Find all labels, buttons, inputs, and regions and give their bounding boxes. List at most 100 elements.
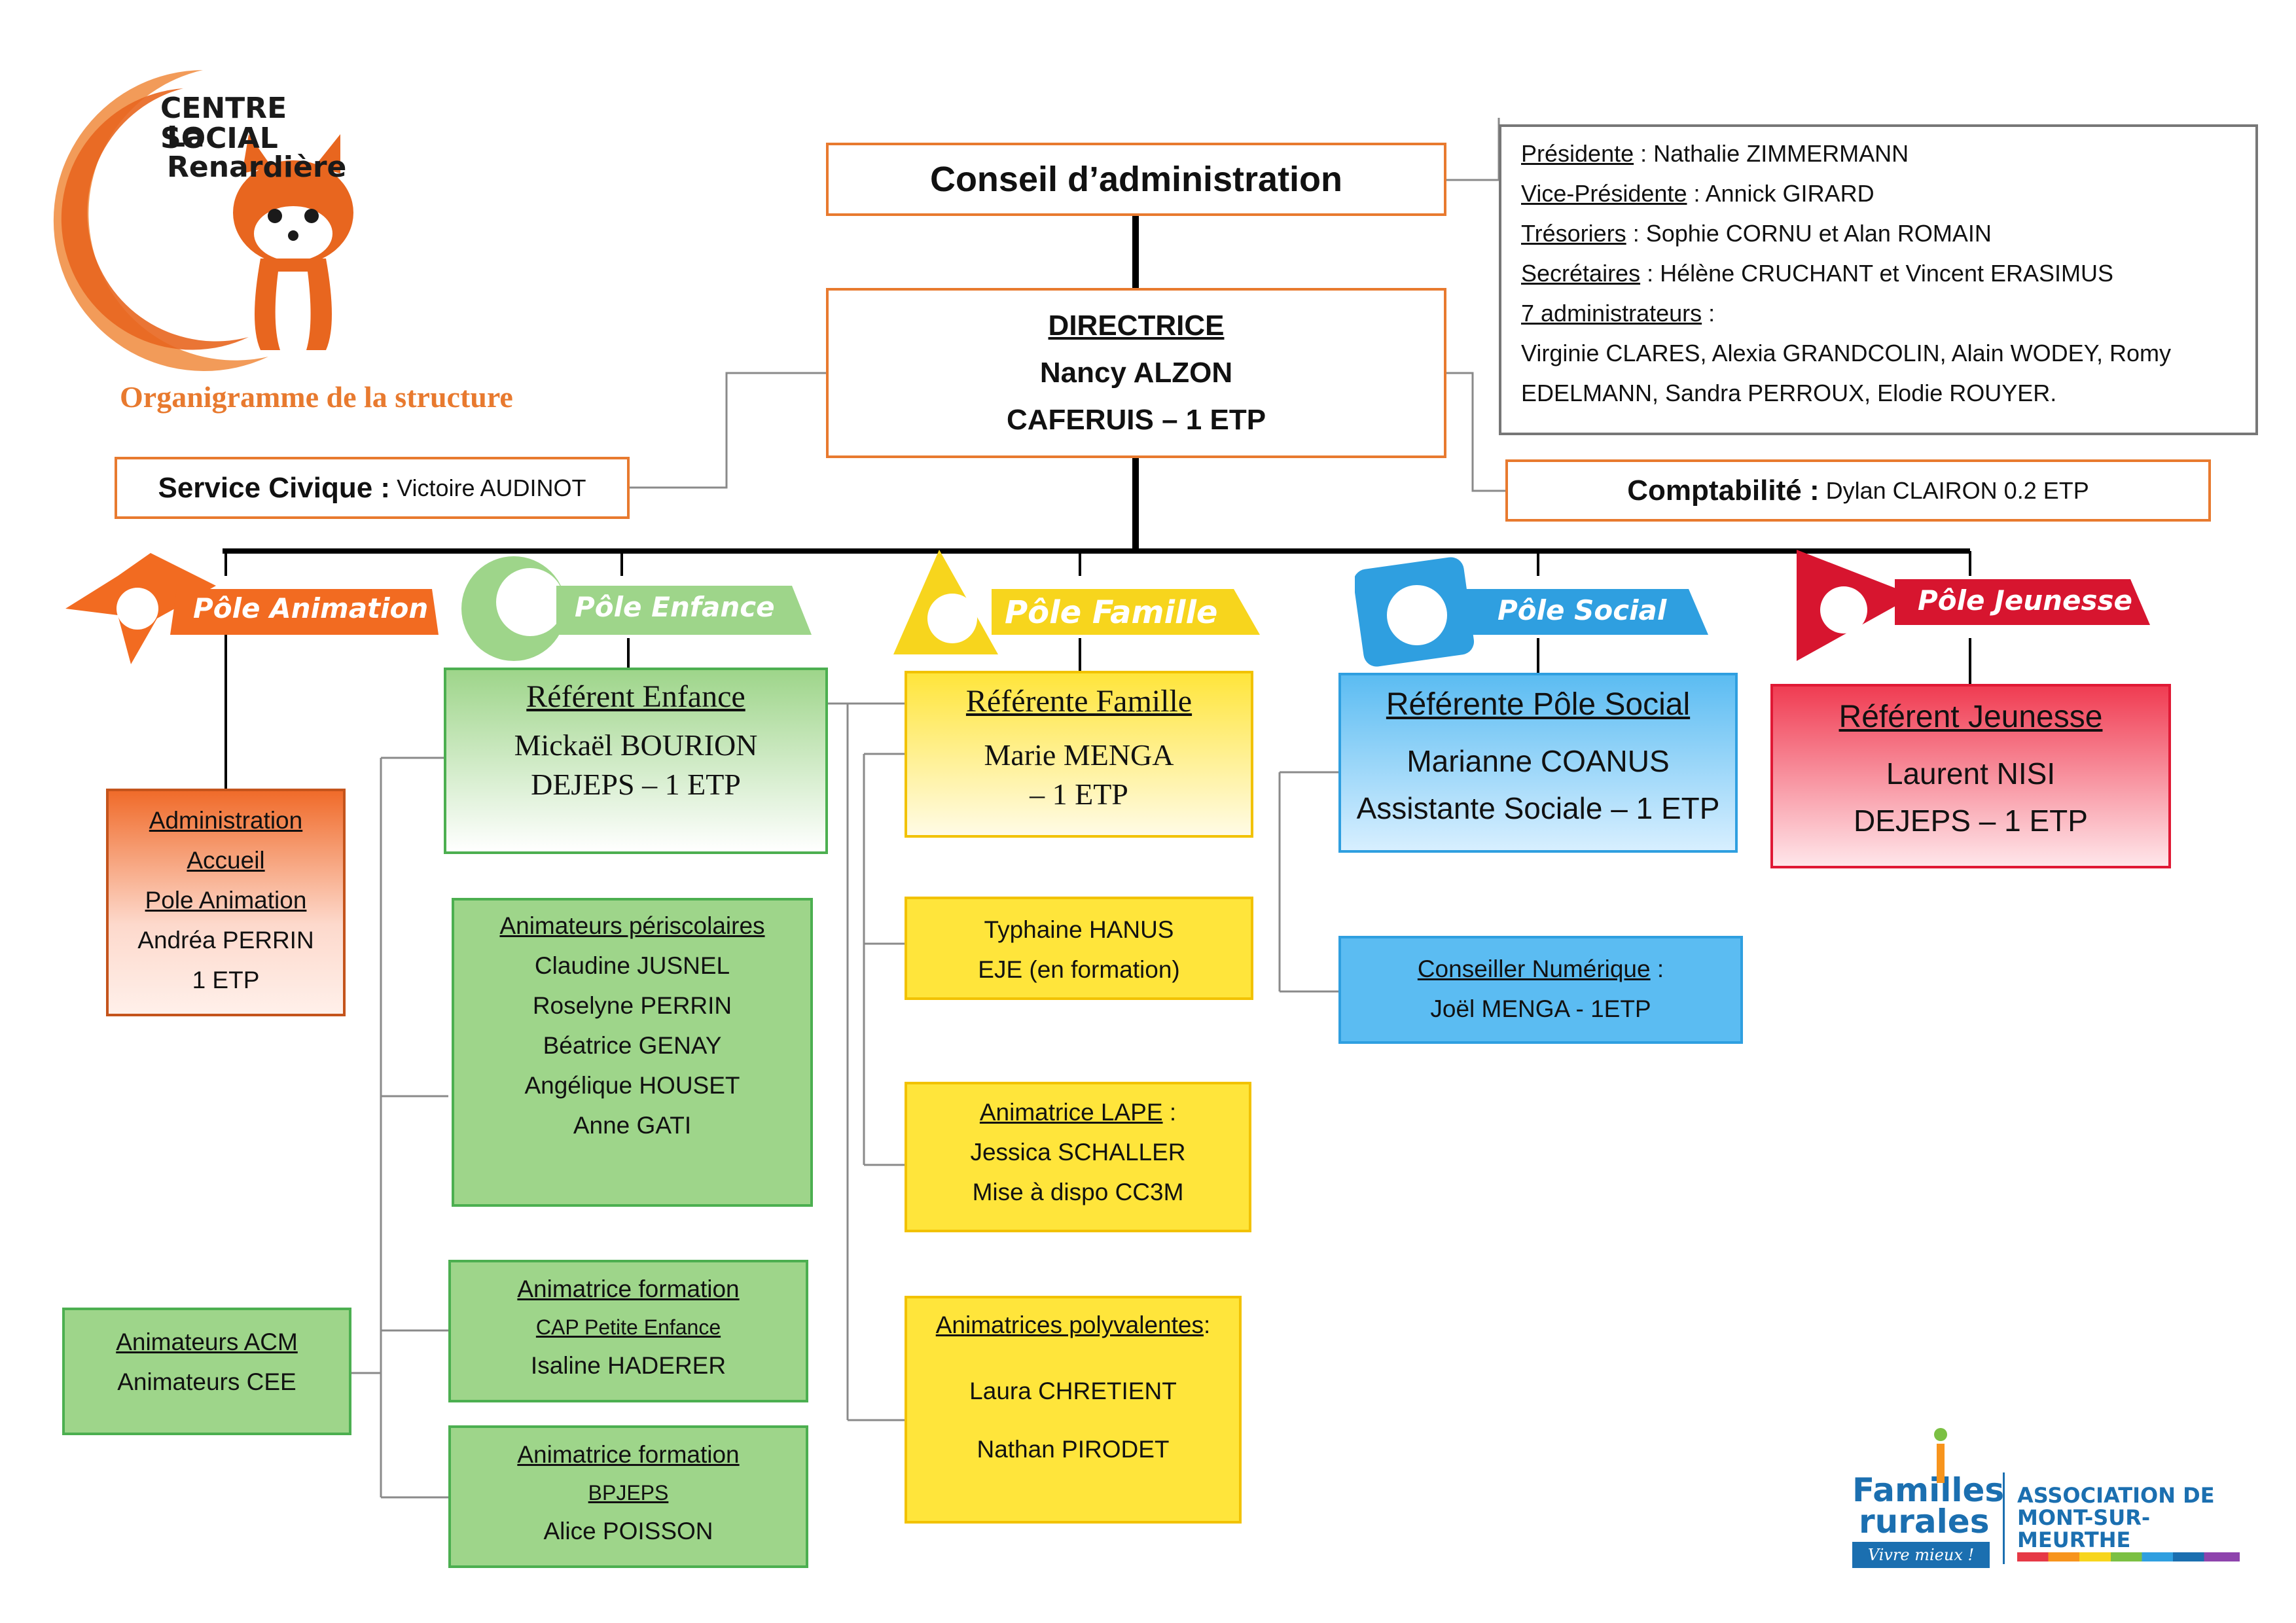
referente-famille-card: Référente Famille Marie MENGA – 1 ETP — [905, 671, 1253, 838]
animation-line: Administration — [149, 807, 303, 834]
lape-name: Jessica SCHALLER — [970, 1139, 1186, 1166]
polyvalentes-card: Animatrices polyvalentes: Laura CHRETIEN… — [905, 1296, 1242, 1524]
acm-line: Animateurs CEE — [117, 1368, 296, 1395]
referent-enfance-name: Mickaël BOURION — [514, 728, 758, 762]
conseil-title: Conseil d’administration — [929, 160, 1343, 199]
referent-jeunesse-card: Référent Jeunesse Laurent NISI DEJEPS – … — [1770, 684, 2171, 868]
page-title: Organigramme de la structure — [120, 380, 513, 414]
referente-social-card: Référente Pôle Social Marianne COANUS As… — [1338, 673, 1738, 853]
square-icon — [1355, 557, 1708, 667]
acm-line: Animateurs ACM — [116, 1329, 298, 1355]
directrice-detail: CAFERUIS – 1 ETP — [1006, 404, 1266, 436]
bpjeps-name: Alice POISSON — [543, 1518, 713, 1544]
triangle-icon — [893, 550, 1260, 654]
pole-social-banner: Pôle Social — [1355, 553, 1708, 668]
eje-card: Typhaine HANUS EJE (en formation) — [905, 897, 1253, 1000]
numerique-card: Conseiller Numérique : Joël MENGA - 1ETP — [1338, 936, 1743, 1044]
animation-name: Andréa PERRIN — [137, 927, 314, 954]
logo-title: CENTRE SOCIAL — [160, 92, 287, 155]
pole-jeunesse-banner: Pôle Jeunesse — [1797, 550, 2150, 664]
acm-card: Animateurs ACM Animateurs CEE — [62, 1308, 351, 1435]
pole-animation-banner: Pôle Animation — [59, 546, 439, 664]
pole-social-label: Pôle Social — [1498, 594, 1667, 626]
familles-text: Familles — [1852, 1471, 2005, 1509]
bureau-row: Présidente : Nathalie ZIMMERMANN — [1521, 140, 1909, 167]
numerique-name: Joël MENGA - 1ETP — [1430, 995, 1651, 1022]
periscolaire-name: Angélique HOUSET — [524, 1072, 740, 1099]
pole-animation-label: Pôle Animation — [193, 592, 429, 624]
periscolaire-name: Béatrice GENAY — [543, 1032, 722, 1059]
bureau-row: Vice-Présidente : Annick GIRARD — [1521, 180, 1874, 207]
polyvalente-name: Nathan PIRODET — [977, 1436, 1170, 1463]
polyvalentes-title: Animatrices polyvalentes: — [935, 1311, 1211, 1338]
bureau-row: Trésoriers : Sophie CORNU et Alan ROMAIN — [1521, 220, 1992, 247]
color-stripe — [2017, 1552, 2240, 1561]
logo: CENTRE SOCIAL La Renardière — [52, 62, 393, 376]
lape-title: Animatrice LAPE : — [979, 1099, 1177, 1126]
service-civique-box: Service Civique : Victoire AUDINOT — [115, 457, 630, 519]
periscolaires-card: Animateurs périscolaires Claudine JUSNEL… — [452, 898, 813, 1207]
pole-enfance-label: Pôle Enfance — [575, 591, 775, 623]
periscolaire-name: Roselyne PERRIN — [532, 992, 732, 1019]
admins-line: EDELMANN, Sandra PERROUX, Elodie ROUYER. — [1521, 380, 2057, 406]
numerique-title: Conseiller Numérique : — [1417, 955, 1664, 982]
referent-enfance-detail: DEJEPS – 1 ETP — [531, 768, 741, 801]
arrow-icon — [1797, 550, 2150, 661]
slogan-badge: Vivre mieux ! — [1852, 1542, 1990, 1568]
periscolaires-title: Animateurs périscolaires — [499, 912, 765, 939]
lape-card: Animatrice LAPE : Jessica SCHALLER Mise … — [905, 1082, 1251, 1232]
bpjeps-sub: BPJEPS — [588, 1481, 669, 1505]
directrice-title: DIRECTRICE — [1048, 310, 1225, 342]
periscolaire-name: Claudine JUSNEL — [534, 952, 730, 979]
referente-famille-title: Référente Famille — [965, 684, 1193, 719]
lape-detail: Mise à dispo CC3M — [972, 1179, 1184, 1205]
bureau-row: Secrétaires : Hélène CRUCHANT et Vincent… — [1521, 260, 2113, 287]
comptabilite-box: Comptabilité : Dylan CLAIRON 0.2 ETP — [1505, 459, 2211, 522]
referent-jeunesse-title: Référent Jeunesse — [1839, 700, 2103, 734]
directrice-box: DIRECTRICE Nancy ALZON CAFERUIS – 1 ETP — [826, 288, 1446, 458]
crescent-icon — [461, 556, 812, 661]
comptabilite-name: Dylan CLAIRON 0.2 ETP — [1819, 476, 2089, 504]
directrice-name: Nancy ALZON — [1039, 357, 1233, 389]
polyvalente-name: Laura CHRETIENT — [969, 1378, 1177, 1404]
fox-logo-icon — [53, 70, 353, 371]
logo-divider — [2003, 1472, 2005, 1564]
referente-famille-detail: – 1 ETP — [1030, 777, 1128, 811]
periscolaire-name: Anne GATI — [573, 1112, 692, 1139]
figure-icon — [1934, 1428, 1947, 1483]
animation-card: Administration Accueil Pole Animation An… — [106, 789, 346, 1016]
referente-social-detail: Assistante Sociale – 1 ETP — [1356, 791, 1720, 825]
logo-subtitle: La Renardière — [167, 120, 347, 184]
referent-enfance-title: Référent Enfance — [526, 679, 745, 714]
referente-famille-name: Marie MENGA — [984, 738, 1174, 772]
referent-jeunesse-detail: DEJEPS – 1 ETP — [1854, 804, 2088, 838]
service-civique-name: Victoire AUDINOT — [390, 474, 586, 501]
admins-line: Virginie CLARES, Alexia GRANDCOLIN, Alai… — [1521, 340, 2172, 366]
bureau-row: 7 administrateurs : — [1521, 300, 1715, 327]
star-icon — [65, 553, 439, 664]
pole-famille-label: Pôle Famille — [1005, 594, 1218, 631]
animation-line: Pole Animation — [145, 887, 307, 914]
pole-jeunesse-label: Pôle Jeunesse — [1918, 584, 2133, 616]
referent-jeunesse-name: Laurent NISI — [1886, 757, 2056, 791]
bpjeps-card: Animatrice formation BPJEPS Alice POISSO… — [448, 1425, 808, 1568]
assoc-line2: MONT-SUR-MEURTHE — [2017, 1505, 2151, 1552]
bpjeps-title: Animatrice formation — [517, 1441, 740, 1468]
rurales-text: rurales — [1859, 1503, 1990, 1541]
service-civique-label: Service Civique : — [158, 471, 391, 504]
pole-famille-banner: Pôle Famille — [893, 543, 1260, 661]
cap-title: Animatrice formation — [517, 1275, 740, 1302]
referent-enfance-card: Référent Enfance Mickaël BOURION DEJEPS … — [444, 668, 828, 854]
cap-sub: CAP Petite Enfance — [535, 1315, 721, 1339]
pole-enfance-banner: Pôle Enfance — [458, 556, 812, 661]
familles-rurales-logo: Familles rurales Vivre mieux ! ASSOCIATI… — [1846, 1427, 2251, 1571]
conseil-box: Conseil d’administration — [826, 143, 1446, 216]
referente-social-name: Marianne COANUS — [1407, 744, 1670, 778]
eje-name: Typhaine HANUS — [984, 916, 1174, 943]
cap-name: Isaline HADERER — [530, 1352, 726, 1379]
referente-social-title: Référente Pôle Social — [1386, 687, 1691, 722]
cap-card: Animatrice formation CAP Petite Enfance … — [448, 1260, 808, 1402]
eje-detail: EJE (en formation) — [978, 956, 1180, 983]
assoc-line1: ASSOCIATION DE — [2017, 1483, 2215, 1508]
animation-line: Accueil — [187, 847, 265, 874]
